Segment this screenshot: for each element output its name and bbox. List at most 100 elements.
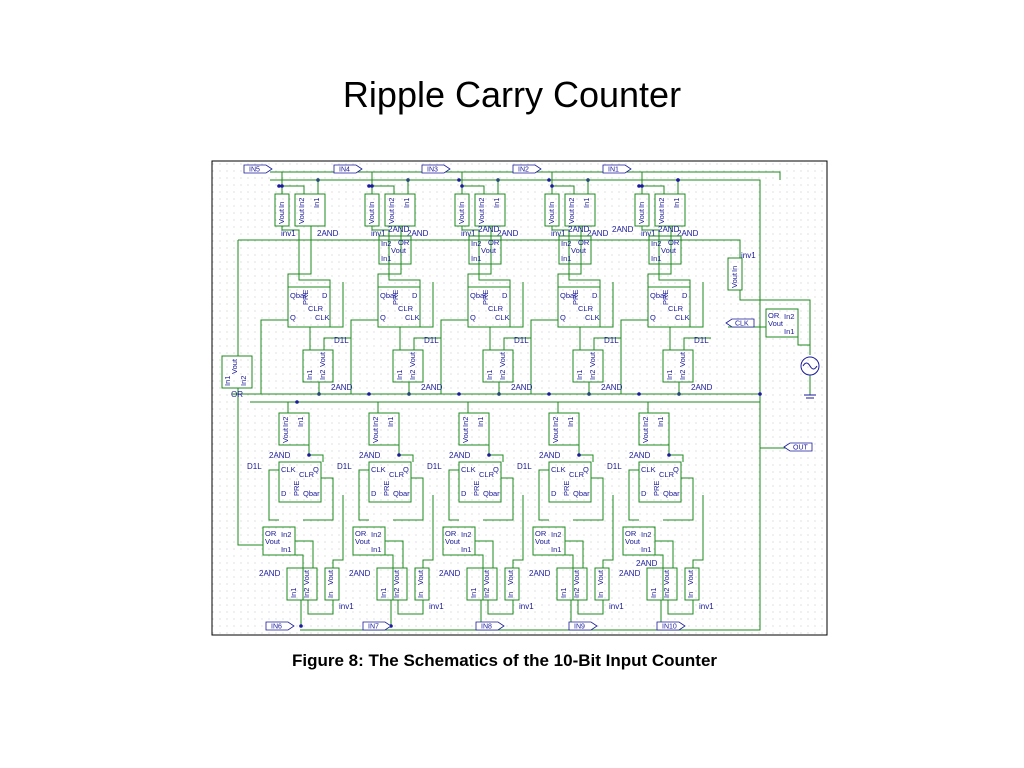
pin-label: In2 (281, 417, 290, 427)
component-label: 2AND (568, 225, 590, 234)
pin-label: Vout (391, 246, 407, 255)
port-in3: IN3 (421, 164, 451, 174)
figure-caption: Figure 8: The Schematics of the 10-Bit I… (292, 651, 718, 670)
wire (667, 600, 694, 615)
pin-label: In1 (296, 417, 305, 427)
pin-label: D (502, 291, 508, 300)
port-in6: IN6 (265, 621, 295, 631)
wire (308, 445, 324, 462)
pin-label: In2 (461, 417, 470, 427)
component-label: 2AND (439, 569, 461, 578)
pin-label: Vout (535, 537, 551, 546)
pin-label: In1 (471, 254, 481, 263)
wire (692, 495, 704, 568)
pin-label: In2 (281, 530, 291, 539)
wire (260, 319, 288, 394)
wire (475, 540, 494, 568)
inverter-gate-body (684, 567, 700, 601)
wire-junction (637, 392, 641, 396)
pin-label: CLR (659, 470, 675, 479)
pin-label: In1 (575, 370, 584, 380)
port-label: IN9 (574, 624, 585, 631)
port-shape (243, 164, 273, 174)
d-flip-flop-body (458, 461, 502, 503)
pin-label: Vout (567, 208, 576, 224)
pin-label: Vout (730, 272, 739, 288)
pin-label: CLR (398, 304, 414, 313)
and-gate-body (564, 193, 596, 227)
d-flip-flop-body (278, 461, 322, 503)
pin-label: CLK (675, 313, 690, 322)
pin-label: CLR (488, 304, 504, 313)
pin-label: PRE (382, 481, 391, 496)
port-shape (475, 621, 505, 631)
clock-source-icon (800, 356, 820, 376)
wire (371, 226, 421, 287)
component-label: 2AND (619, 569, 641, 578)
port-in5: IN5 (243, 164, 273, 174)
pin-label: Vout (571, 246, 587, 255)
component-label: 2AND (677, 229, 699, 238)
wire-junction (487, 453, 491, 457)
pin-label: In1 (559, 588, 568, 598)
wire (398, 445, 414, 462)
d-flip-flop-body (638, 461, 682, 503)
wire (512, 495, 524, 568)
inverter-gate-body (594, 567, 610, 601)
inverter-gate-body (274, 193, 290, 227)
pin-label: D (412, 291, 418, 300)
pin-label: In1 (223, 376, 232, 386)
d-flip-flop-body (647, 286, 691, 328)
and-gate-body (458, 412, 490, 446)
pin-label: OR (625, 529, 637, 538)
wire (330, 282, 344, 328)
pin-label: Q (493, 465, 499, 474)
port-shape (602, 164, 632, 174)
pin-label: PRE (571, 290, 580, 305)
wire (332, 495, 344, 568)
d-flip-flop-body (467, 286, 511, 328)
port-shape (421, 164, 451, 174)
port-in1: IN1 (602, 164, 632, 174)
wire-junction (277, 184, 281, 188)
pin-label: Vout (457, 208, 466, 224)
wire-junction (460, 184, 464, 188)
wire (323, 337, 351, 350)
component-label: inv1 (551, 229, 566, 238)
schematic-frame (211, 160, 828, 636)
wire (565, 554, 574, 600)
pin-label: In2 (588, 370, 597, 380)
or-gate-body (558, 235, 592, 265)
pin-label: D (322, 291, 328, 300)
wire-layer (232, 171, 811, 631)
wire-junction (577, 453, 581, 457)
and-gate-body (368, 412, 400, 446)
wire-junction (640, 184, 644, 188)
pin-label: D (281, 489, 287, 498)
pin-label: Vout (355, 537, 371, 546)
inverter-gate-body (544, 193, 560, 227)
wire (620, 319, 648, 394)
pin-label: OR (355, 529, 367, 538)
pin-label: Vout (506, 569, 515, 585)
pin-label: PRE (301, 290, 310, 305)
pin-label: Qbar (650, 291, 667, 300)
component-label: 2AND (349, 569, 371, 578)
wire (690, 282, 704, 328)
slide-title: Ripple Carry Counter (342, 74, 682, 115)
pin-label: In1 (561, 254, 571, 263)
and-gate-body (392, 349, 424, 383)
wire (551, 226, 601, 287)
and-gate-body (466, 567, 498, 601)
